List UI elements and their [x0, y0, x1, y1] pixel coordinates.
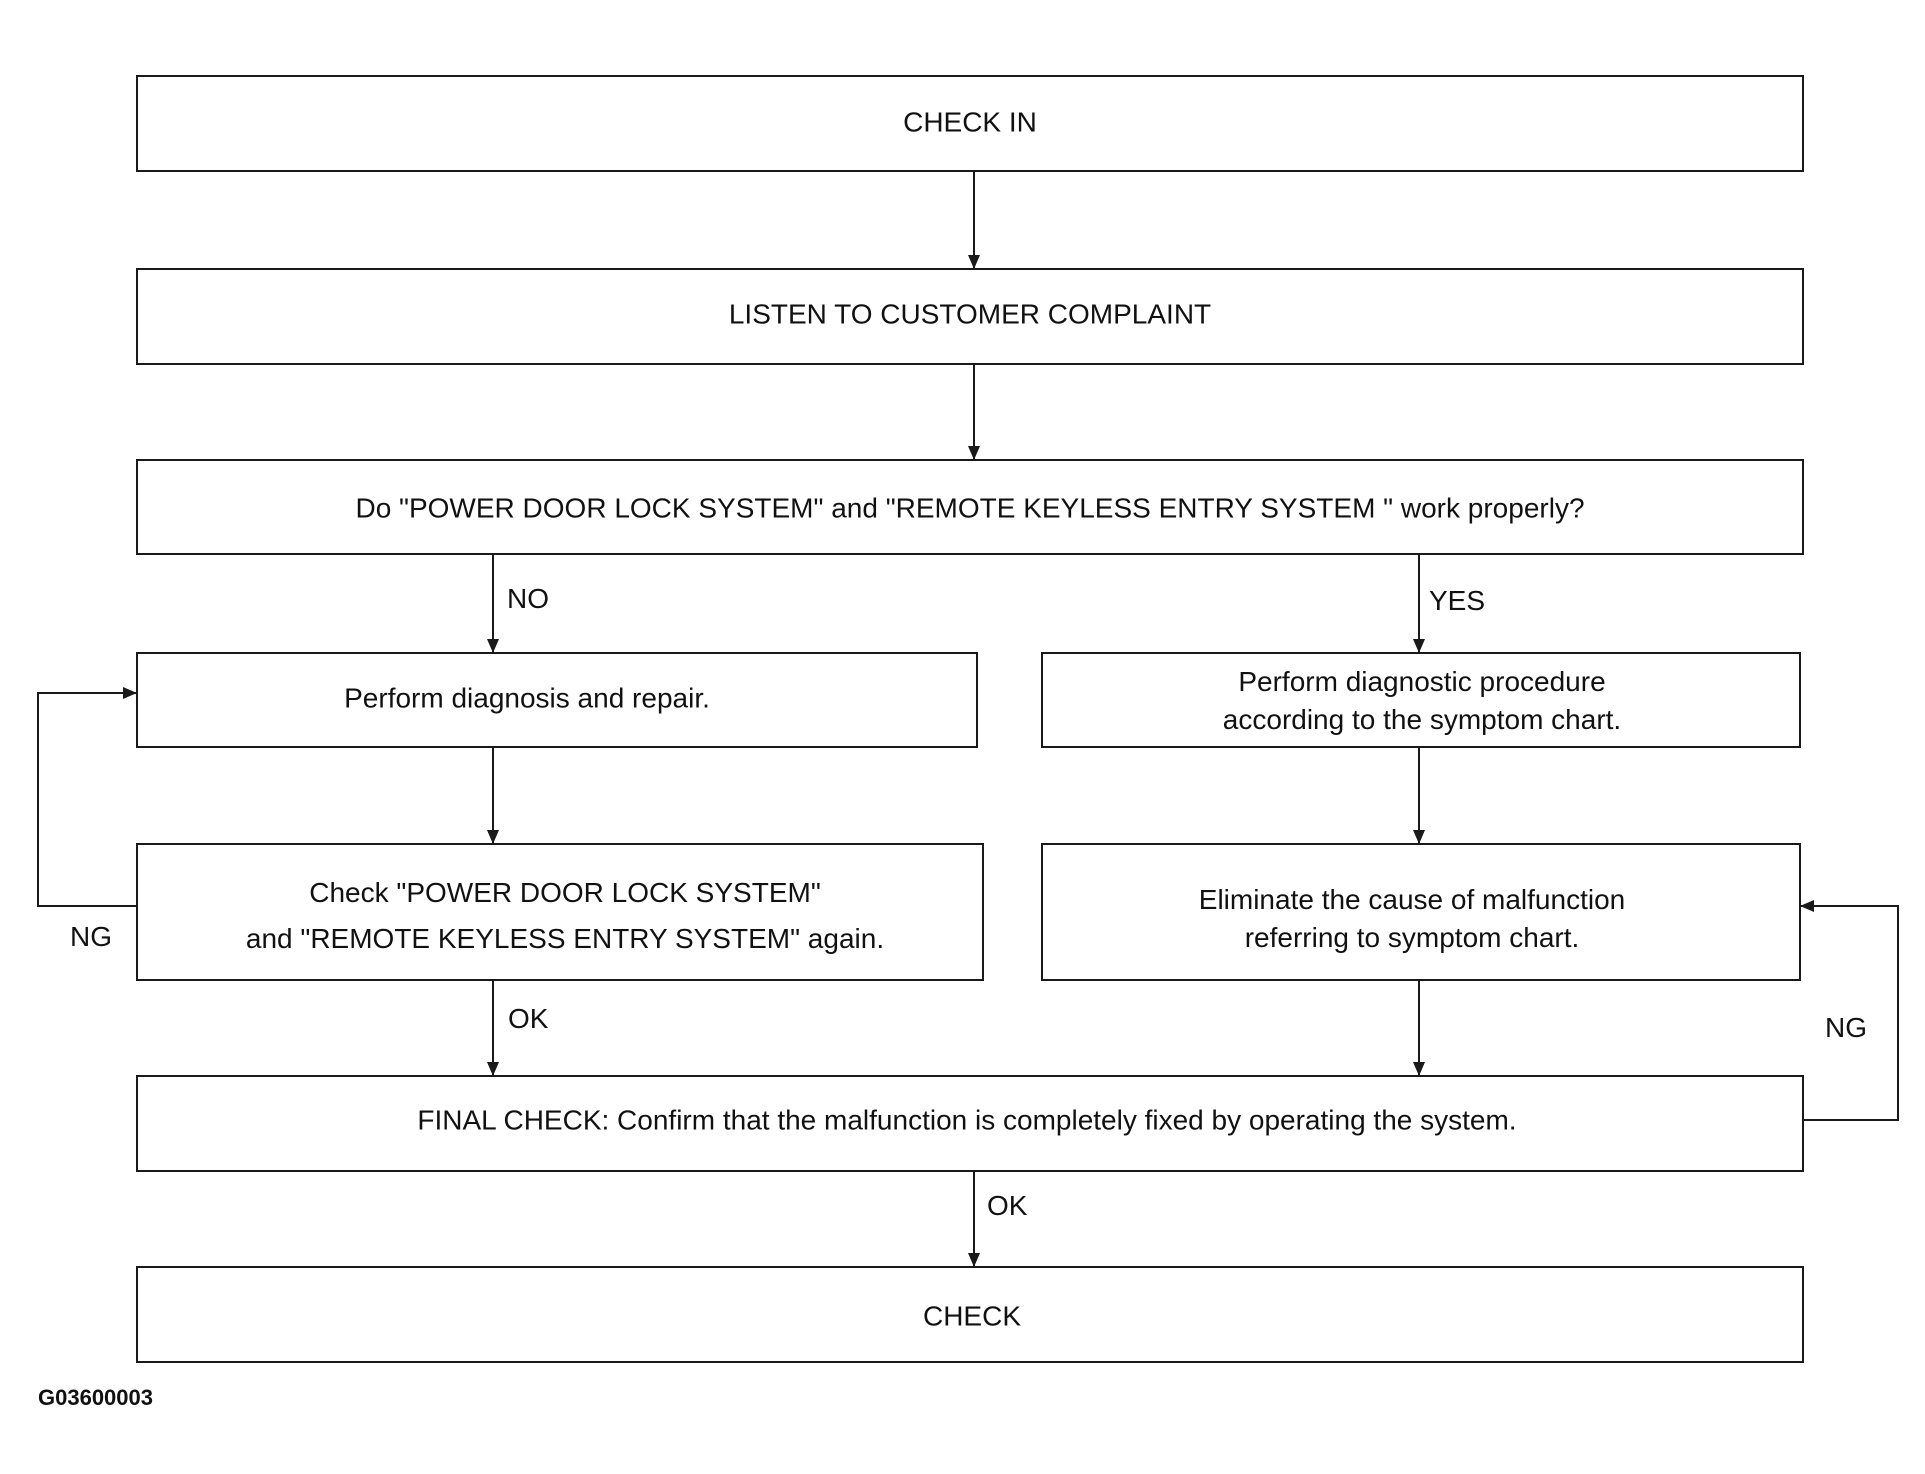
- box-diagnose-repair: Perform diagnosis and repair.: [136, 652, 978, 748]
- box-check-out-text: CHECK: [923, 1300, 1021, 1331]
- box-listen-complaint: LISTEN TO CUSTOMER COMPLAINT: [136, 268, 1804, 365]
- label-ok-left: OK: [508, 1003, 549, 1034]
- label-yes: YES: [1429, 585, 1485, 616]
- arrow-check-again-ng-loop: [37, 687, 137, 907]
- label-ng-right: NG: [1825, 1012, 1867, 1043]
- box-check-in: CHECK IN: [136, 75, 1804, 172]
- figure-code: G03600003: [38, 1385, 153, 1410]
- label-ng-left: NG: [70, 921, 112, 952]
- box-check-out: CHECK: [136, 1266, 1804, 1363]
- text-line: according to the symptom chart.: [1223, 704, 1621, 735]
- text-line: Perform diagnostic procedure: [1238, 666, 1605, 697]
- box-eliminate-cause-text: Eliminate the cause of malfunction referr…: [1199, 884, 1625, 953]
- box-diagnose-repair-text: Perform diagnosis and repair.: [344, 682, 710, 713]
- box-check-again-text: Check "POWER DOOR LOCK SYSTEM" and "REMOT…: [246, 877, 884, 954]
- box-final-check: FINAL CHECK: Confirm that the malfunctio…: [136, 1075, 1804, 1172]
- box-eliminate-cause: Eliminate the cause of malfunction referr…: [1041, 843, 1801, 981]
- text-line: Check "POWER DOOR LOCK SYSTEM": [309, 877, 821, 908]
- box-question-text: Do "POWER DOOR LOCK SYSTEM" and "REMOTE …: [355, 492, 1584, 523]
- label-ok-bottom: OK: [987, 1190, 1028, 1221]
- box-question: Do "POWER DOOR LOCK SYSTEM" and "REMOTE …: [136, 459, 1804, 555]
- label-no: NO: [507, 583, 549, 614]
- text-line: Eliminate the cause of malfunction: [1199, 884, 1625, 915]
- box-diagnostic-procedure-text: Perform diagnostic procedure according to…: [1223, 666, 1621, 735]
- box-listen-complaint-text: LISTEN TO CUSTOMER COMPLAINT: [729, 298, 1211, 329]
- arrow-final-ng-loop: [1800, 900, 1899, 1121]
- text-line: and "REMOTE KEYLESS ENTRY SYSTEM" again.: [246, 923, 884, 954]
- box-check-in-text: CHECK IN: [903, 106, 1037, 137]
- box-check-again: Check "POWER DOOR LOCK SYSTEM" and "REMOT…: [136, 843, 984, 981]
- box-final-check-text: FINAL CHECK: Confirm that the malfunctio…: [417, 1104, 1516, 1135]
- box-diagnostic-procedure: Perform diagnostic procedure according to…: [1041, 652, 1801, 748]
- text-line: referring to symptom chart.: [1245, 922, 1580, 953]
